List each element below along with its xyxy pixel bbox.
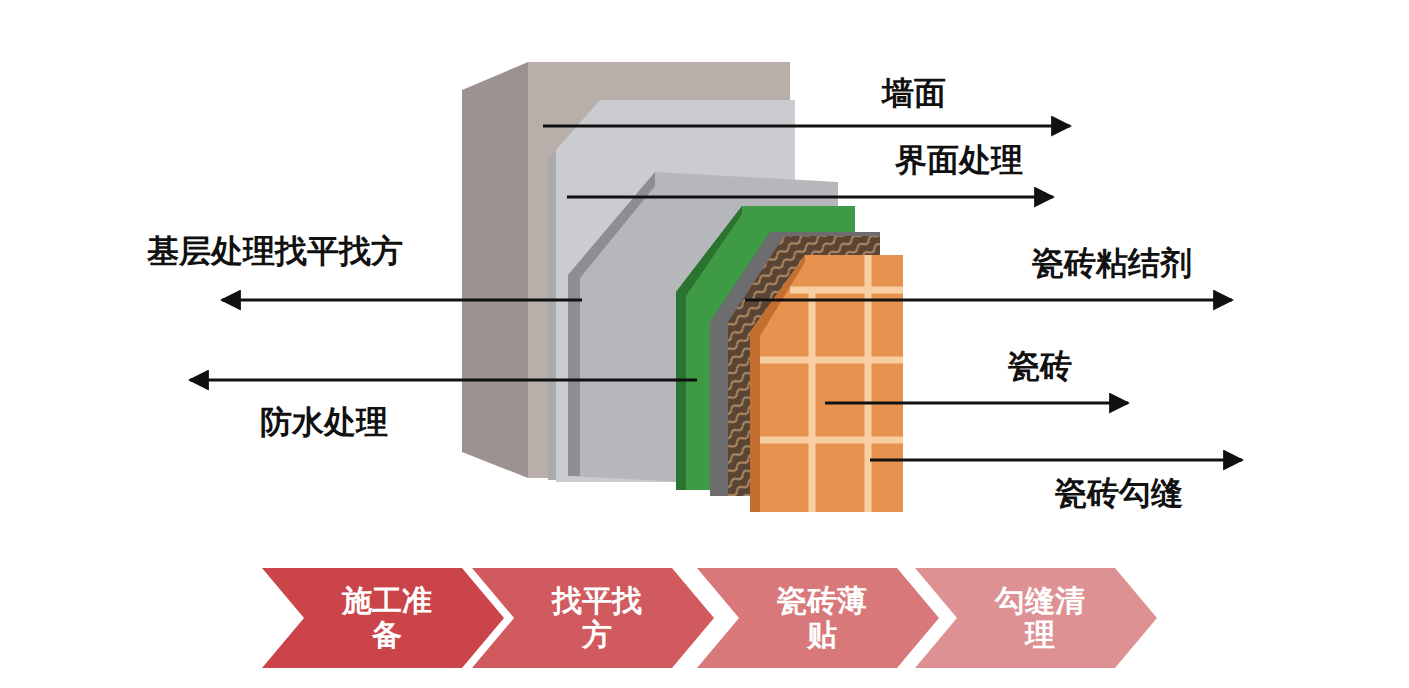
step-label: 瓷砖薄贴	[773, 584, 872, 653]
layer-label: 界面处理	[895, 143, 1023, 178]
step-label: 勾缝清理	[991, 584, 1090, 653]
process-chevron: 施工准备	[262, 568, 504, 668]
layer-label: 瓷砖	[1008, 349, 1072, 384]
layer-label: 墙面	[882, 76, 946, 111]
layer-label: 瓷砖粘结剂	[1032, 246, 1192, 281]
process-chevron: 瓷砖薄贴	[697, 568, 939, 668]
process-chevron: 勾缝清理	[915, 568, 1157, 668]
step-label: 找平找方	[548, 584, 647, 653]
layer-label: 防水处理	[260, 405, 388, 440]
leader-lines	[190, 126, 1242, 460]
layer-label: 瓷砖勾缝	[1055, 476, 1183, 511]
process-chevron: 找平找方	[472, 568, 714, 668]
step-label: 施工准备	[338, 584, 437, 653]
layer-label: 基层处理找平找方	[147, 234, 403, 269]
tile-layer	[750, 255, 903, 512]
